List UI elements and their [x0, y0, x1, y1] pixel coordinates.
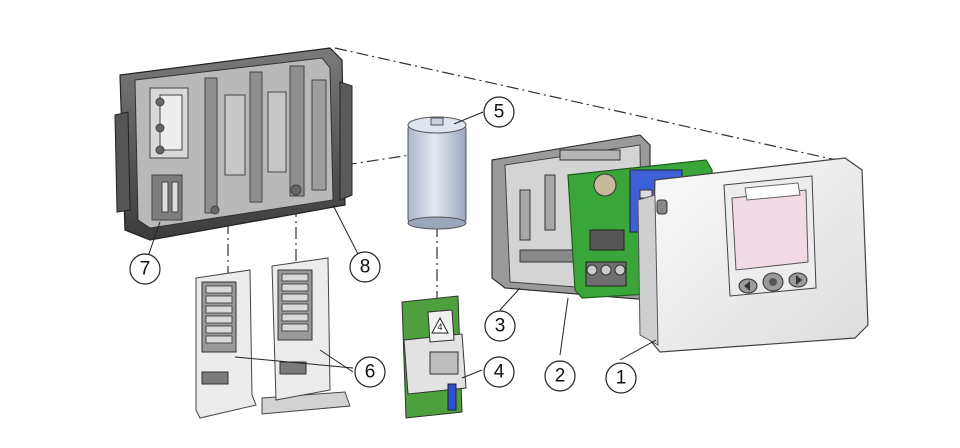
- callout-4: 4: [483, 356, 515, 388]
- callout-4-label: 4: [494, 362, 505, 383]
- front-cover: [637, 157, 869, 353]
- callout-6: 6: [354, 356, 386, 388]
- rear-housing: [114, 47, 353, 241]
- leader-lines: [144, 111, 657, 379]
- battery-cell: [407, 116, 467, 230]
- power-supply-module: 4: [401, 295, 467, 419]
- callout-7: 7: [129, 253, 161, 285]
- callout-7-label: 7: [140, 259, 151, 280]
- callout-3: 3: [484, 310, 516, 342]
- callout-1: 1: [605, 362, 637, 394]
- callout-8: 8: [349, 251, 381, 283]
- warning-symbol: 4: [437, 322, 442, 332]
- front-buttons: [738, 272, 808, 294]
- housing-inner-walls: [149, 65, 327, 221]
- callout-5-label: 5: [494, 102, 505, 123]
- alignment-lines: [227, 47, 846, 300]
- callout-3-label: 3: [495, 316, 506, 337]
- callout-5: 5: [483, 96, 515, 128]
- callout-8-label: 8: [360, 257, 371, 278]
- callout-6-label: 6: [365, 362, 376, 383]
- terminal-module-left: [195, 269, 257, 419]
- callout-2-label: 2: [555, 366, 566, 387]
- callout-2: 2: [544, 360, 576, 392]
- terminal-module-right: [261, 257, 351, 415]
- callout-1-label: 1: [616, 368, 627, 389]
